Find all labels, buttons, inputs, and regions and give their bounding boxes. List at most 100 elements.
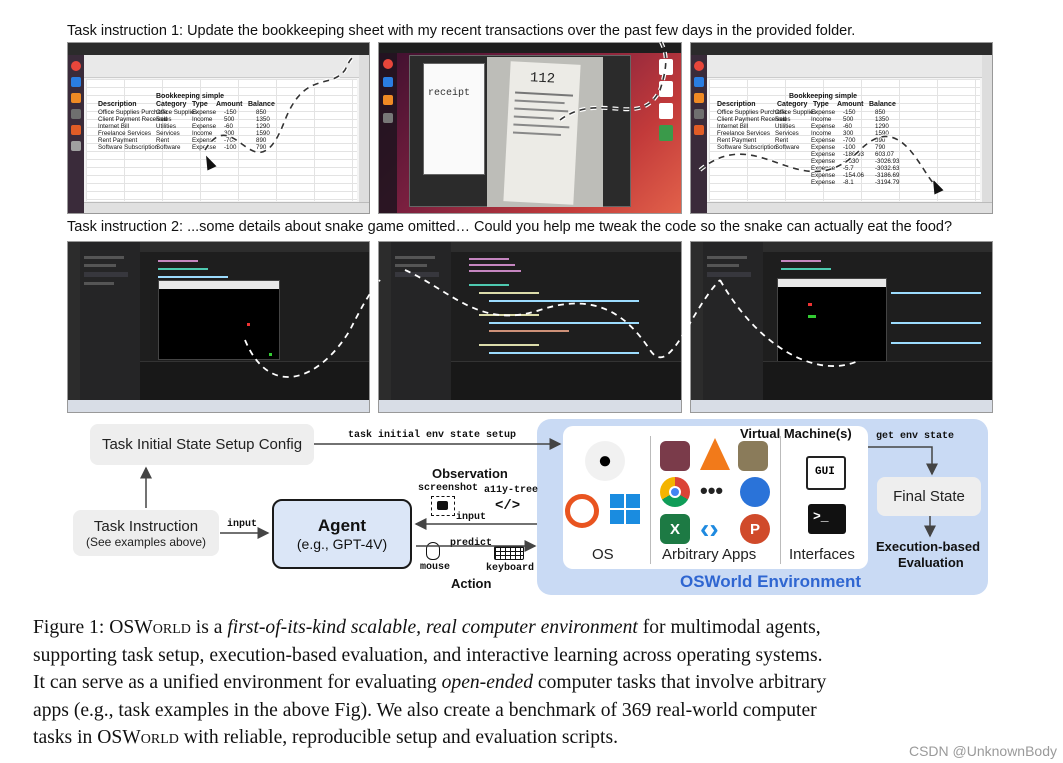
table-cell: Utilities <box>156 123 176 130</box>
osworld-env-title: OSWorld Environment <box>680 572 862 591</box>
camera-icon <box>431 496 455 516</box>
table-cell: Expense <box>192 137 217 144</box>
apple-icon: ● <box>585 441 625 481</box>
table-cell: 890 <box>256 137 267 144</box>
table-cell: Expense <box>811 179 836 186</box>
table-cell: Services <box>775 130 799 137</box>
predict-label: predict <box>450 538 493 549</box>
col-header: Category <box>777 101 808 108</box>
table-cell: Income <box>192 116 213 123</box>
col-header: Type <box>813 101 829 108</box>
interfaces-label: Interfaces <box>789 546 855 563</box>
observation-input-label: input <box>456 512 487 523</box>
table-cell: 1350 <box>875 116 889 123</box>
table-cell: Expense <box>811 165 836 172</box>
setup-arrow-label: task initial env state setup <box>348 430 517 441</box>
ubuntu-icon <box>565 494 599 528</box>
table-cell: Rent Payment <box>98 137 138 144</box>
table-cell: -154.06 <box>843 172 864 179</box>
figure-caption: Figure 1: OSWorld is a first-of-its-kind… <box>33 617 827 748</box>
receipt-label: receipt <box>428 88 471 99</box>
desktop-receipt-screenshot: receipt 112 <box>378 42 682 214</box>
table-cell: -3194.79 <box>875 179 900 186</box>
agent-box: Agent (e.g., GPT-4V) <box>272 499 412 569</box>
gui-icon: GUI <box>806 456 846 490</box>
table-cell: -3630 <box>843 158 859 165</box>
table-cell: -150 <box>224 109 237 116</box>
table-cell: 500 <box>843 116 854 123</box>
table-cell: 1350 <box>256 116 270 123</box>
excel-icon: X <box>660 514 690 544</box>
table-cell: Client Payment Received <box>717 116 787 123</box>
mouse-icon <box>426 542 440 560</box>
windows-icon <box>610 494 640 524</box>
diagram-arrows <box>140 438 938 552</box>
watermark: CSDN @UnknownBody <box>908 743 1057 759</box>
task-setup-config-label: Task Initial State Setup Config <box>101 436 303 453</box>
os-label: OS <box>592 546 614 563</box>
col-header: Description <box>717 101 756 108</box>
spreadsheet-screenshot-after: Bookkeeping simple Description Category … <box>690 42 993 214</box>
table-cell: Internet Bill <box>98 123 129 130</box>
sheet-title: Bookkeeping simple <box>156 93 225 100</box>
task-instruction-2-title: Task instruction 2: ...some details abou… <box>67 219 953 235</box>
vlc-icon <box>700 438 730 470</box>
table-cell: Expense <box>811 144 836 151</box>
mouse-trail-row2 <box>244 269 861 378</box>
table-cell: Expense <box>811 158 836 165</box>
spreadsheet-screenshot-before: Bookkeeping simple Description Category … <box>67 42 370 214</box>
table-cell: -100 <box>224 144 237 151</box>
table-cell: -700 <box>843 137 856 144</box>
table-cell: 603.07 <box>875 151 894 158</box>
table-cell: -186.93 <box>843 151 864 158</box>
table-cell: 500 <box>224 116 235 123</box>
table-cell: 1290 <box>875 123 889 130</box>
table-cell: Office Supplies <box>156 109 198 116</box>
col-header: Amount <box>216 101 243 108</box>
gimp-icon <box>738 441 768 471</box>
chrome-icon <box>660 477 690 507</box>
table-cell: Expense <box>811 172 836 179</box>
table-cell: Expense <box>192 123 217 130</box>
table-cell: Rent <box>775 137 789 144</box>
a11y-tree-label: a11y-tree <box>484 485 539 496</box>
action-label: Action <box>451 576 492 591</box>
table-cell: Income <box>192 130 213 137</box>
table-cell: Freelance Services <box>98 130 151 137</box>
table-cell: Software <box>156 144 181 151</box>
sheet-title: Bookkeeping simple <box>789 93 858 100</box>
powerpoint-icon: P <box>740 514 770 544</box>
execution-evaluation-label-2: Evaluation <box>898 555 964 570</box>
final-state-label: Final State <box>893 488 965 505</box>
col-header: Balance <box>248 101 275 108</box>
more-apps-icon: ••• <box>700 478 724 503</box>
mouse-trail-row1 <box>203 39 937 187</box>
vscode-screenshot-1 <box>67 241 370 413</box>
table-cell: -60 <box>224 123 233 130</box>
table-cell: 890 <box>875 137 886 144</box>
table-cell: 300 <box>224 130 235 137</box>
table-cell: Utilities <box>775 123 795 130</box>
table-cell: 1290 <box>256 123 270 130</box>
task-instruction-sublabel: (See examples above) <box>85 534 207 549</box>
table-cell: 790 <box>256 144 267 151</box>
table-cell: Freelance Services <box>717 130 770 137</box>
table-cell: Software <box>775 144 800 151</box>
task-setup-config-box: Task Initial State Setup Config <box>90 424 314 465</box>
ubuntu-dock <box>68 55 84 213</box>
table-cell: Office Supplies Purchase <box>98 109 168 116</box>
mouse-label: mouse <box>420 562 451 573</box>
table-cell: Income <box>811 116 832 123</box>
agent-label: Agent <box>317 516 367 535</box>
keyboard-label: keyboard <box>486 563 535 574</box>
table-cell: Services <box>156 130 180 137</box>
table-cell: -8.1 <box>843 179 854 186</box>
table-cell: -5.7 <box>843 165 854 172</box>
table-cell: 850 <box>875 109 886 116</box>
task-instruction-box: Task Instruction (See examples above) <box>73 510 219 556</box>
table-cell: Rent Payment <box>717 137 757 144</box>
col-header: Category <box>156 101 187 108</box>
table-cell: Office Supplies Purchase <box>717 109 787 116</box>
col-header: Type <box>192 101 208 108</box>
table-cell: Client Payment Received <box>98 116 168 123</box>
